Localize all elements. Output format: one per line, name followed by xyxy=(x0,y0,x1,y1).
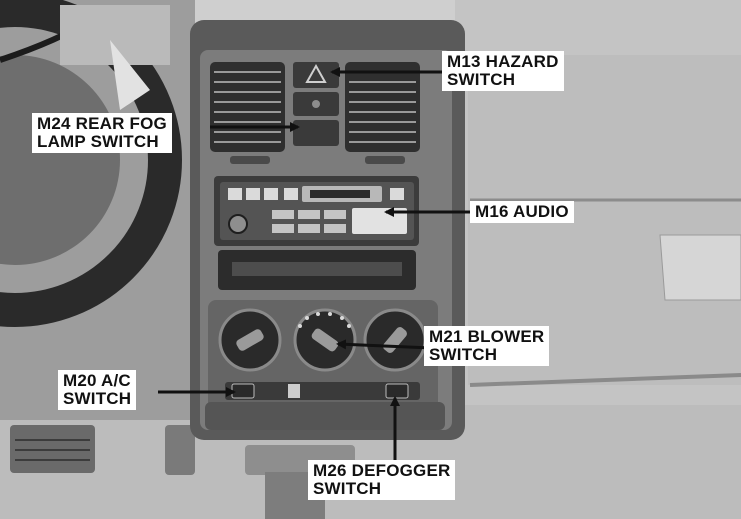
ac-switch-callout: M20 A/C SWITCH xyxy=(58,370,137,410)
blower-callout-line1: M21 BLOWER xyxy=(429,327,545,346)
rear-fog-lamp-switch-callout: M24 REAR FOG LAMP SWITCH xyxy=(32,113,172,153)
defogger-callout-line1: M26 DEFOGGER xyxy=(313,461,451,480)
defogger-callout-line2: SWITCH xyxy=(313,479,382,498)
audio-callout: M16 AUDIO xyxy=(470,201,574,223)
defogger-switch-callout: M26 DEFOGGER SWITCH xyxy=(308,460,456,500)
blower-switch-callout: M21 BLOWER SWITCH xyxy=(424,326,550,366)
hazard-callout-line2: SWITCH xyxy=(447,70,516,89)
blower-callout-line2: SWITCH xyxy=(429,345,498,364)
hazard-callout-line1: M13 HAZARD xyxy=(447,52,559,71)
rear-fog-callout-line2: LAMP SWITCH xyxy=(37,132,159,151)
rear-fog-callout-line1: M24 REAR FOG xyxy=(37,114,167,133)
ac-callout-line1: M20 A/C xyxy=(63,371,131,390)
hazard-switch-callout: M13 HAZARD SWITCH xyxy=(442,51,564,91)
ac-callout-line2: SWITCH xyxy=(63,389,132,408)
audio-callout-text: M16 AUDIO xyxy=(475,202,569,221)
